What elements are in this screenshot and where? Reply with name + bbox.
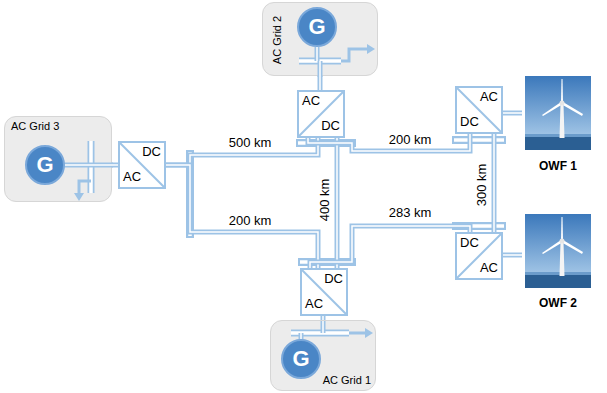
cable-line: [310, 226, 470, 268]
cable-length-label: 500 km: [229, 136, 272, 151]
cable-connector: [503, 113, 522, 114]
cable-core: [319, 76, 321, 90]
cable-line: [166, 165, 318, 268]
wind-turbine-picture: [525, 214, 591, 288]
cable-connector: [494, 134, 495, 232]
converter-box: DCAC: [300, 268, 348, 316]
drawing-part: [560, 239, 565, 244]
offshore-wind-farm: OWF 2: [522, 211, 594, 313]
drawing-part: [561, 102, 583, 116]
cable-line: [492, 134, 497, 232]
node-label: AC Grid 3: [11, 120, 59, 133]
cable-line: [318, 76, 323, 90]
drawing-part: [525, 136, 591, 150]
cable-length-label: 283 km: [389, 206, 432, 221]
cable-connector: [320, 76, 321, 90]
cable-length-label: 200 km: [389, 133, 432, 148]
converter-label: DC: [142, 145, 161, 160]
cable-core: [166, 165, 318, 268]
cable-line: [335, 138, 340, 268]
converter-box: DCAC: [455, 232, 503, 280]
converter-label: AC: [305, 297, 323, 312]
converter-box: ACDC: [455, 86, 503, 134]
generator-circle: G: [297, 7, 337, 47]
drawing-part: [316, 47, 318, 61]
generator-circle: G: [25, 145, 65, 185]
drawing-part: [525, 134, 591, 137]
drawing-part: [319, 61, 321, 77]
converter-label: AC: [480, 90, 498, 105]
converter-box: DCAC: [118, 141, 166, 189]
drawing-part: [79, 181, 91, 193]
drawing-part: [561, 240, 583, 254]
cable-core: [336, 138, 338, 268]
converter-label: DC: [460, 115, 479, 130]
drawing-part: [322, 321, 324, 333]
offshore-wind-farm: OWF 1: [522, 74, 594, 176]
drawing-part: [365, 328, 373, 338]
cable-connector: [503, 255, 522, 256]
cable-length-label: 300 km: [475, 164, 490, 207]
cable-length-label: 200 km: [229, 214, 272, 229]
drawing-part: [560, 104, 565, 138]
drawing-part: [91, 163, 113, 168]
drawing-part: [561, 217, 563, 241]
cable-core: [503, 254, 522, 256]
cable-line: [503, 111, 522, 116]
converter-label: DC: [324, 272, 343, 287]
drawing-part: [318, 61, 323, 77]
drawing-part: [525, 274, 591, 288]
converter-label: AC: [480, 261, 498, 276]
drawing-part: [91, 164, 113, 166]
cable-core: [503, 112, 522, 114]
wind-turbine-picture: [525, 76, 591, 150]
drawing-part: [525, 76, 591, 150]
generator-circle: G: [281, 339, 321, 379]
cable-line: [503, 253, 522, 258]
drawing-part: [302, 270, 346, 314]
generator-letter: G: [308, 14, 325, 39]
node-label: OWF 2: [522, 297, 594, 311]
converter-box: ACDC: [297, 90, 345, 138]
generator-letter: G: [292, 346, 309, 371]
drawing-part: [525, 272, 591, 275]
node-label: AC Grid 2: [271, 16, 284, 64]
cable-connector: [337, 138, 338, 268]
drawing-part: [63, 164, 91, 166]
drawing-part: [561, 79, 563, 103]
node-label: AC Grid 1: [323, 374, 371, 387]
drawing-part: [367, 44, 375, 54]
drawing-part: [560, 242, 565, 276]
converter-label: AC: [123, 170, 141, 185]
drawing-part: [299, 92, 343, 136]
converter-label: DC: [321, 119, 340, 134]
drawing-part: [457, 234, 501, 278]
ac-grid-box: AC Grid 3 G: [4, 116, 112, 202]
converter-label: AC: [302, 94, 320, 109]
cable-core: [493, 134, 495, 232]
cable-connector: [310, 226, 470, 268]
drawing-part: [525, 214, 591, 288]
drawing-part: [560, 101, 565, 106]
ac-grid-box: AC Grid 2 G: [262, 2, 378, 76]
drawing-part: [315, 47, 320, 61]
cable-length-label: 400 km: [318, 179, 333, 222]
drawing-part: [63, 163, 91, 168]
cable-core: [310, 226, 470, 268]
drawing-part: [74, 193, 84, 201]
ac-grid-box: AC Grid 1 G: [270, 320, 376, 391]
drawing-part: [341, 49, 367, 61]
generator-letter: G: [36, 152, 53, 177]
cable-connector: [166, 165, 318, 268]
converter-label: DC: [460, 236, 479, 251]
drawing-part: [321, 321, 326, 333]
drawing-part: [452, 136, 506, 144]
drawing-part: [457, 88, 501, 132]
drawing-part: [120, 143, 164, 187]
node-label: OWF 1: [522, 160, 594, 174]
drawing-part: [349, 332, 365, 335]
